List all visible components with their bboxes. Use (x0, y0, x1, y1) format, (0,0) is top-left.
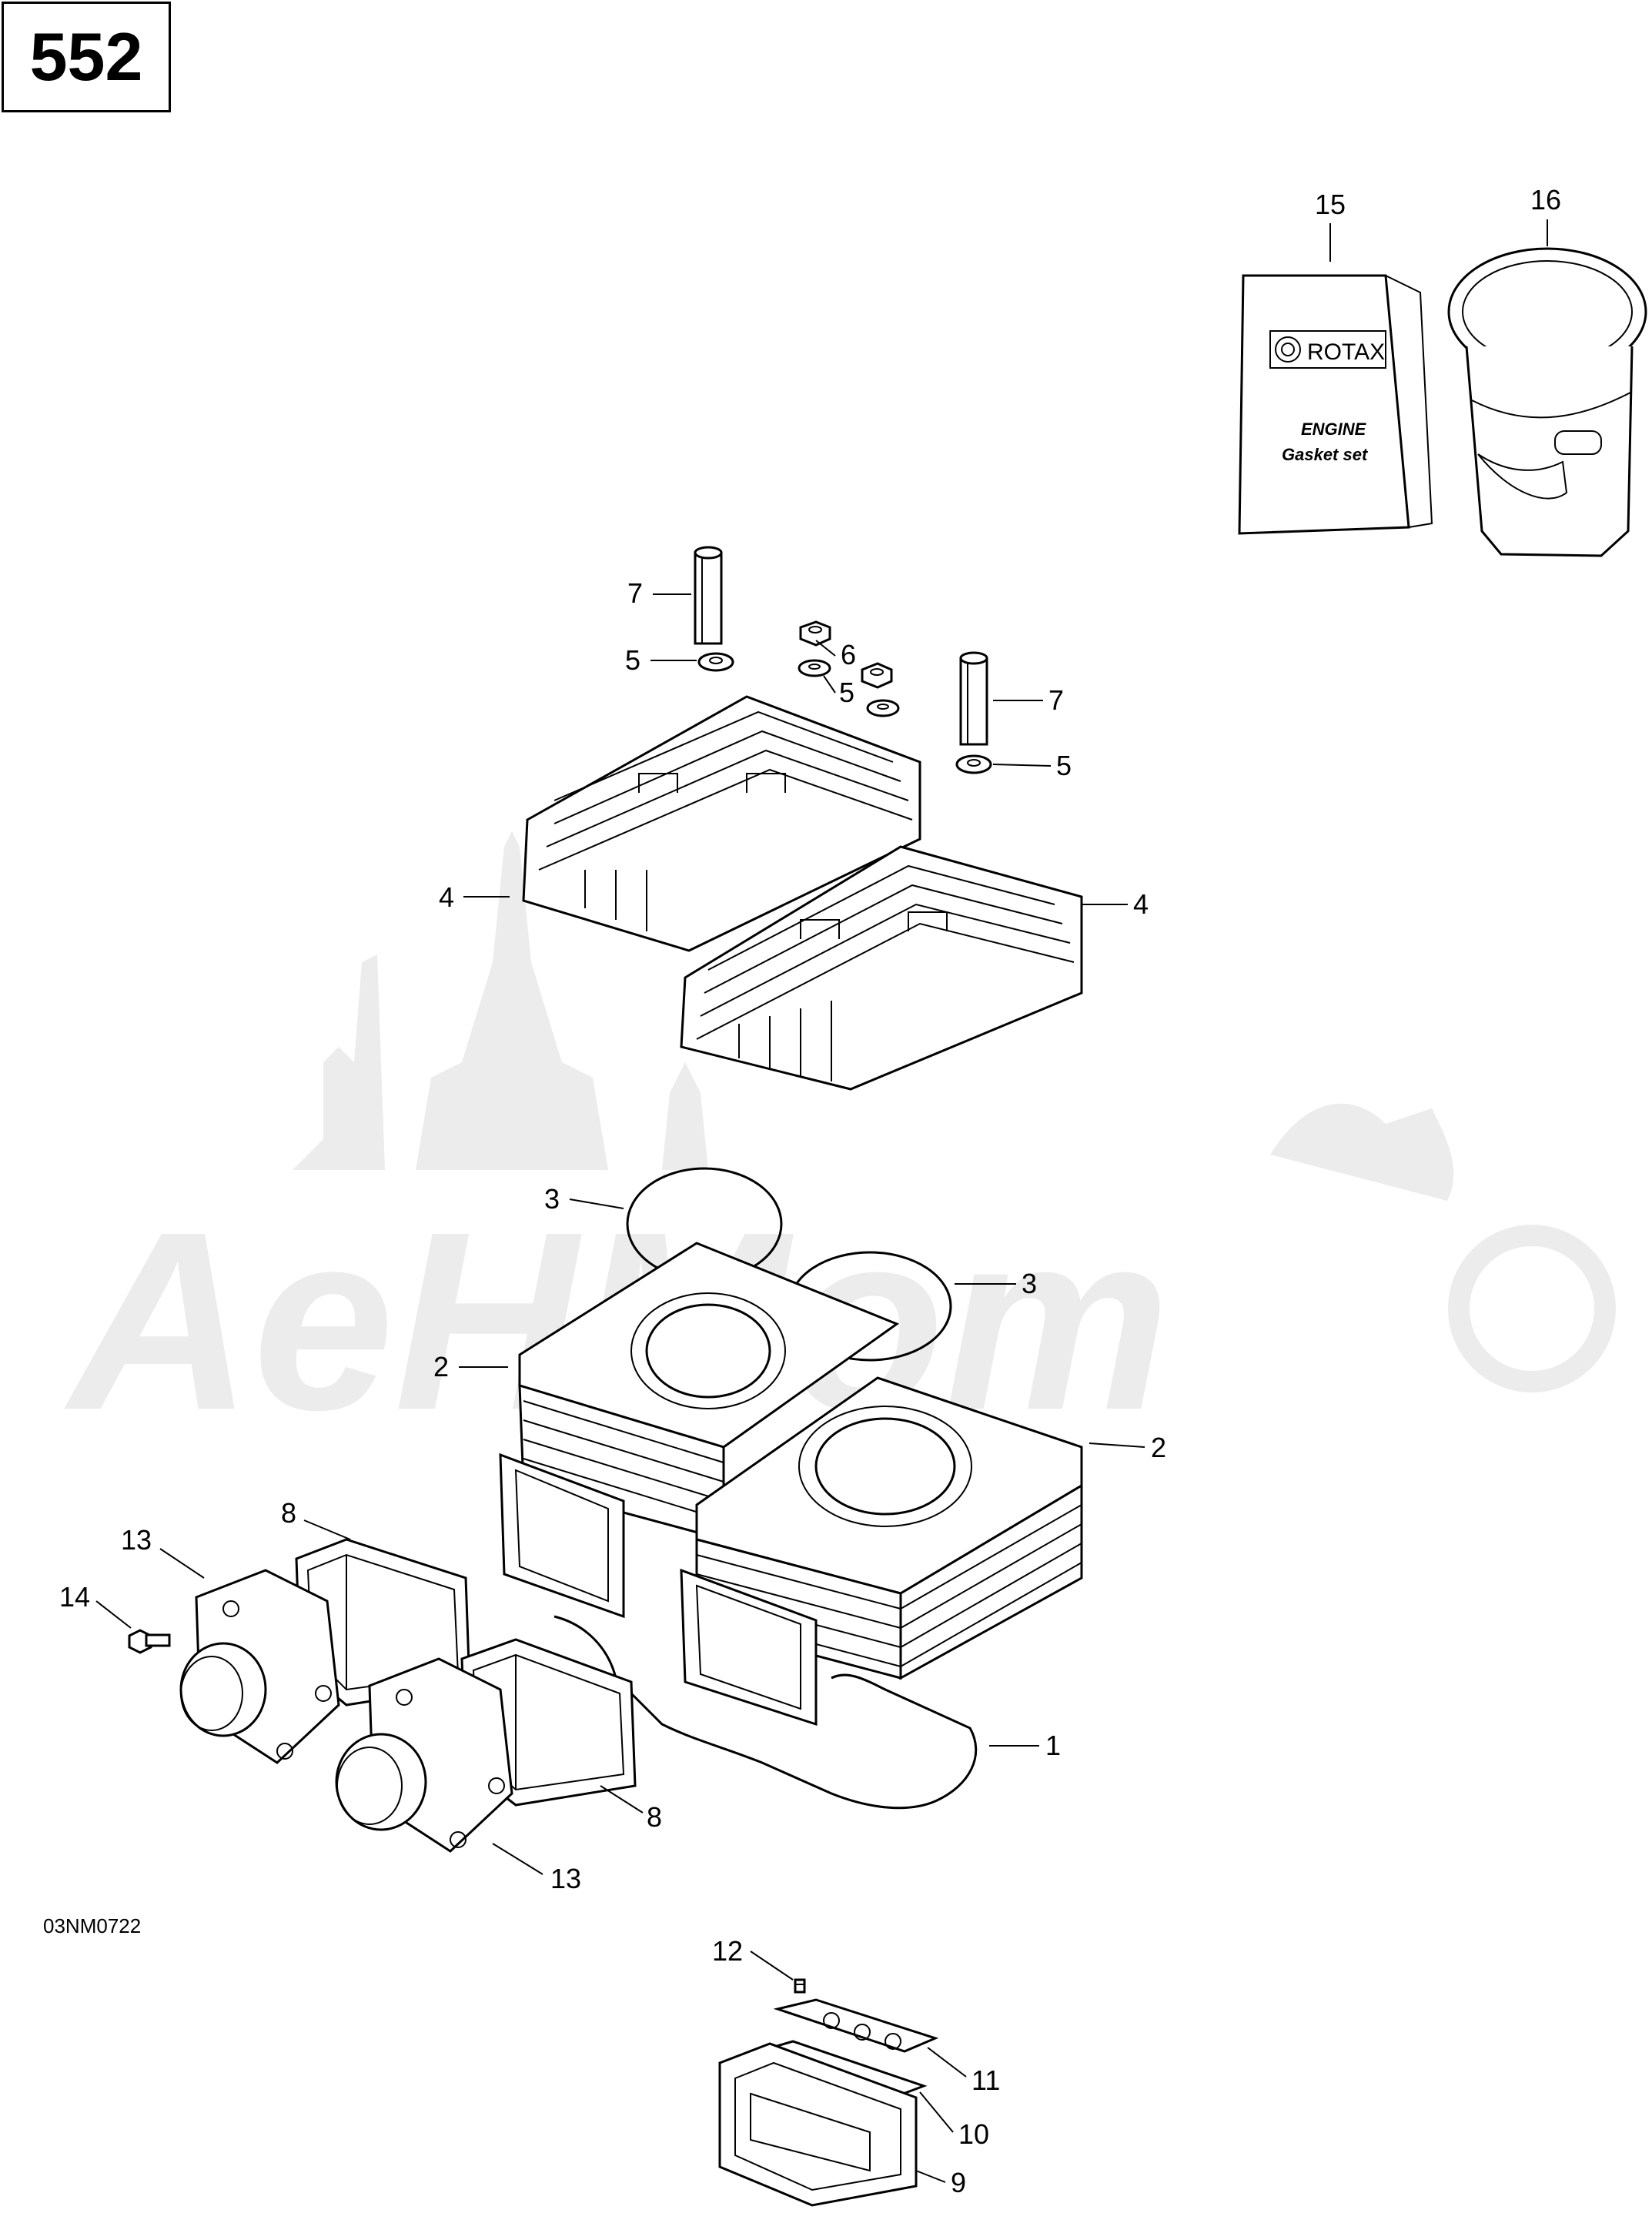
callout-15: 15 (1315, 189, 1346, 220)
washer-right-small (866, 699, 900, 717)
callout-3-right: 3 (1022, 1268, 1037, 1299)
callout-6: 6 (841, 639, 856, 670)
rotax-logo-icon (1275, 336, 1301, 363)
nut-top (799, 620, 831, 647)
intake-ports (499, 1452, 818, 1727)
callout-2-right: 2 (1151, 1432, 1166, 1463)
stud-right (959, 651, 988, 746)
callout-13-lower: 13 (550, 1863, 581, 1894)
callout-5-left: 5 (625, 644, 640, 676)
callout-14: 14 (59, 1581, 90, 1613)
washer-mid (798, 659, 831, 677)
intake-flange-lower (335, 1657, 513, 1853)
callout-16: 16 (1530, 184, 1561, 216)
callout-3-left: 3 (544, 1183, 560, 1215)
intake-flange-upper (179, 1569, 340, 1764)
callout-8-upper: 8 (281, 1497, 296, 1529)
callout-8-lower: 8 (647, 1801, 662, 1833)
callout-12: 12 (712, 1935, 743, 1967)
cylinder-left (518, 1242, 900, 1541)
drawing-reference-code: 03NM0722 (43, 1914, 142, 1937)
cylinder-sleeve (1447, 247, 1647, 557)
cylinder-head-right (680, 845, 1083, 1091)
gasket-set-subtitle: Gasket set (1282, 445, 1369, 464)
callout-13-upper: 13 (121, 1524, 152, 1556)
gasket-set-brand: ROTAX (1307, 339, 1385, 365)
reed-block (718, 2042, 918, 2207)
stud-left (694, 546, 723, 645)
washer-left (697, 652, 734, 672)
callout-4-left: 4 (439, 881, 454, 913)
callout-2-left: 2 (433, 1351, 449, 1382)
reed-stopper (773, 1998, 939, 2053)
callout-5-mid: 5 (839, 677, 854, 708)
gasket-set-title: ENGINE (1301, 420, 1367, 439)
screw-small (794, 1978, 806, 1994)
callouts: 15 16 7 5 6 5 7 5 4 4 3 3 2 2 8 13 14 1 … (59, 184, 1561, 2198)
cylinder-right (695, 1376, 1083, 1680)
leader-lines (95, 219, 1548, 2183)
callout-10: 10 (958, 2118, 989, 2150)
callout-4-right: 4 (1133, 888, 1149, 920)
callout-1: 1 (1045, 1730, 1061, 1761)
callout-9: 9 (951, 2167, 966, 2198)
bolt (128, 1629, 171, 1654)
callout-7-left: 7 (627, 577, 643, 609)
callout-7-right: 7 (1048, 684, 1064, 716)
page-number: 552 (2, 2, 171, 112)
nut-right (861, 662, 893, 689)
washer-right (955, 754, 992, 774)
base-gasket (553, 1615, 978, 1810)
gasket-set-booklet: ROTAX ENGINE Gasket set (1238, 274, 1433, 535)
callout-5-right: 5 (1056, 750, 1072, 781)
callout-11: 11 (971, 2064, 1000, 2096)
cylinder-head-left (522, 695, 921, 952)
